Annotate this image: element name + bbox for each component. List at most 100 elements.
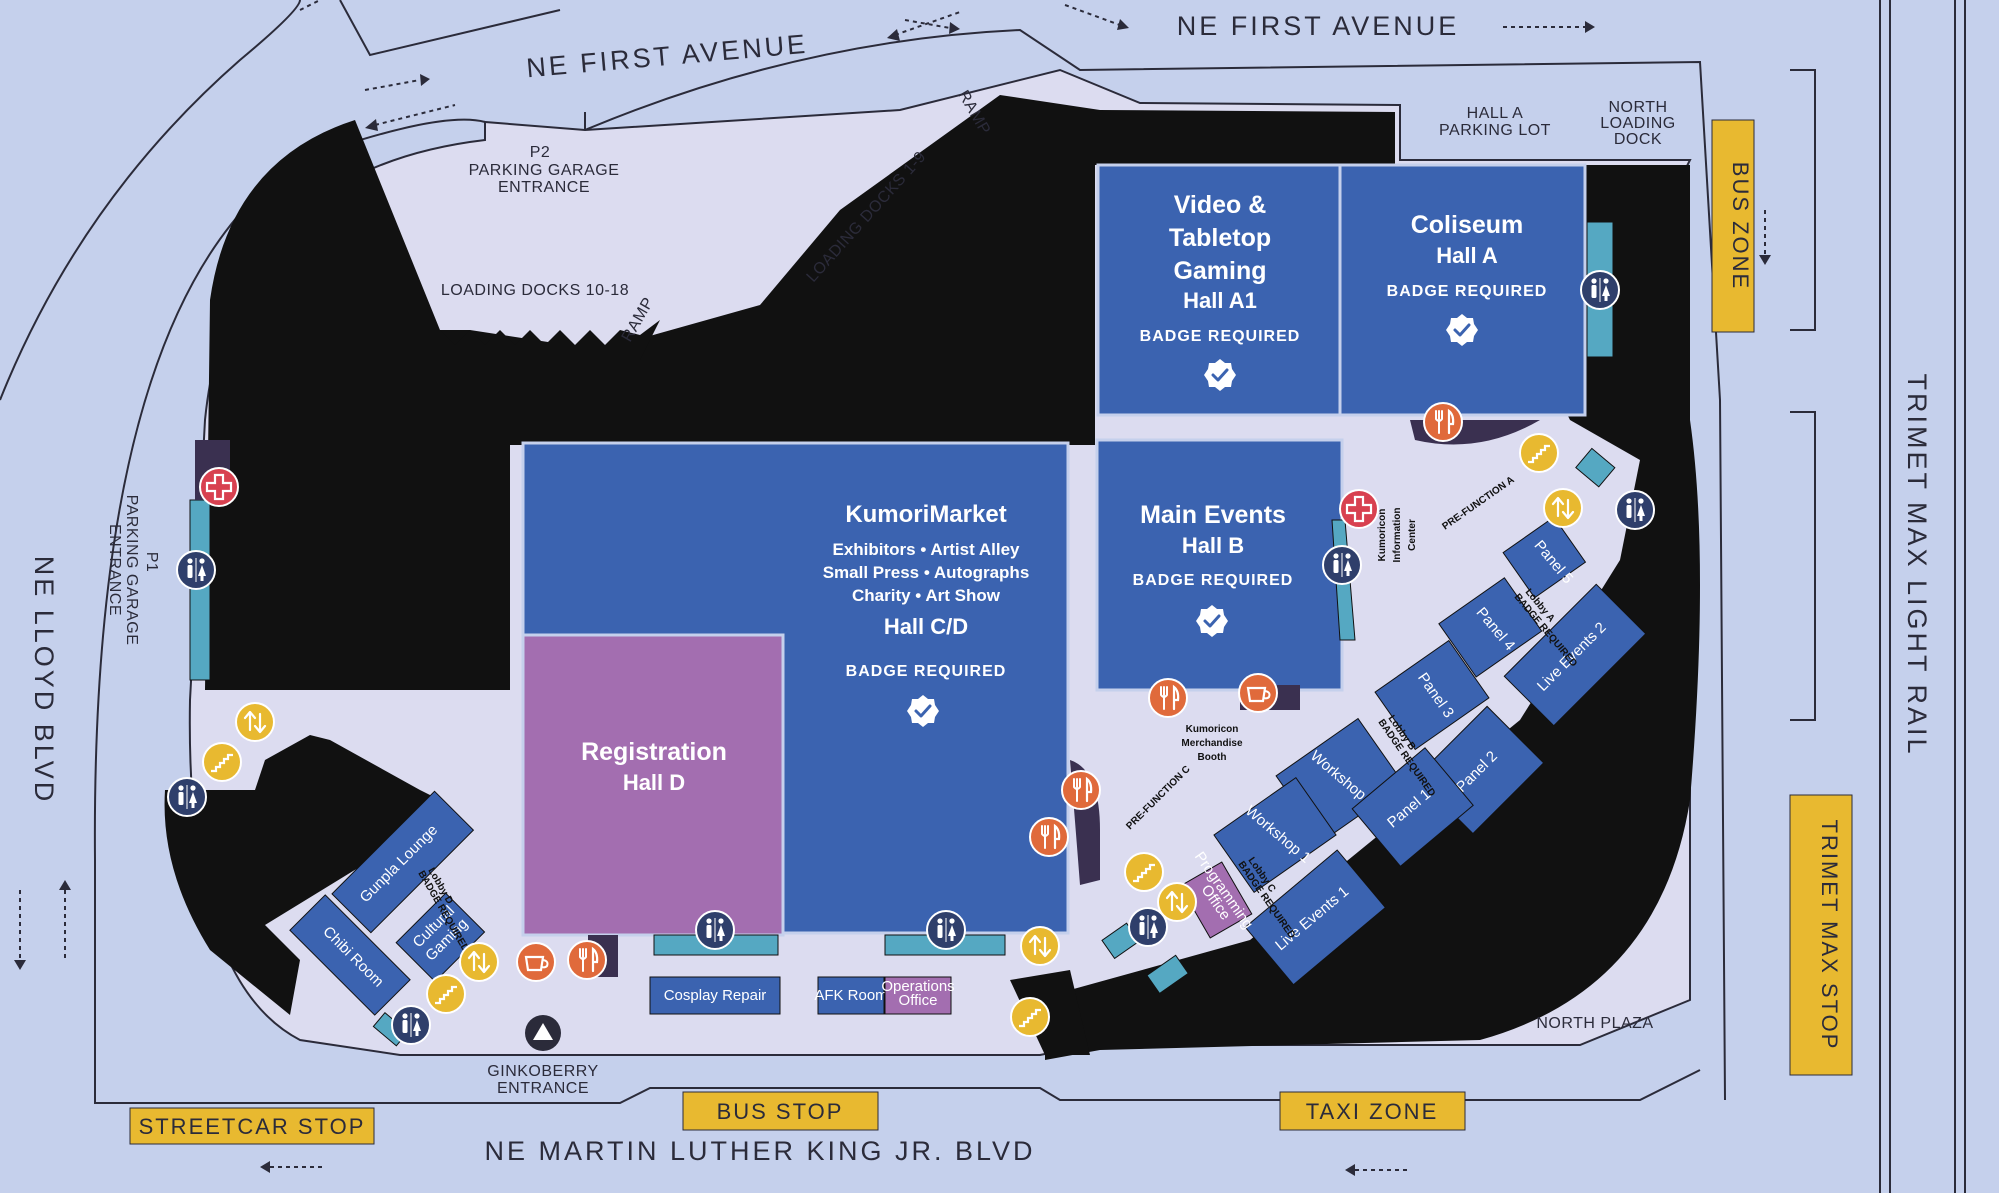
restroom-icon[interactable]: [167, 777, 207, 817]
room-panel-4[interactable]: Panel 4: [1438, 577, 1543, 678]
taxi-zone[interactable]: TAXI ZONE: [1279, 1091, 1466, 1131]
p1-label-3: ENTRANCE: [106, 524, 123, 616]
hall-a-parking-2: PARKING LOT: [1439, 122, 1551, 139]
merch-booth-2: Merchandise: [1181, 738, 1243, 749]
info-center-2: Information: [1392, 508, 1403, 563]
bus-zone-label: BUS ZONE: [1728, 162, 1753, 290]
escalator-icon[interactable]: [1518, 432, 1560, 474]
info-center-3: Center: [1407, 519, 1418, 551]
room-cosplay-repair[interactable]: Cosplay Repair: [649, 976, 781, 1015]
room-workshop-1[interactable]: Workshop 1: [1213, 776, 1337, 894]
hall-a-name: Hall A: [1436, 243, 1498, 268]
restroom-icon[interactable]: [926, 910, 966, 950]
street-first-ave-right: NE FIRST AVENUE: [1177, 11, 1460, 41]
room-afk[interactable]: AFK Room: [814, 976, 888, 1015]
food-icon[interactable]: [1422, 401, 1464, 443]
hall-cd-name: Hall C/D: [884, 614, 968, 639]
escalator-icon[interactable]: [425, 973, 467, 1015]
bus-stop[interactable]: BUS STOP: [682, 1091, 879, 1131]
escalator-icon[interactable]: [1123, 851, 1165, 893]
restroom-icon[interactable]: [695, 910, 735, 950]
direction-arrow-icon: [19, 0, 1766, 1171]
room-operations-office[interactable]: Operations Office: [881, 976, 955, 1015]
coffee-icon[interactable]: [1237, 672, 1279, 714]
merch-booth-3: Booth: [1198, 752, 1227, 763]
hall-cd-sub3: Charity • Art Show: [852, 586, 1001, 605]
entrance-icon[interactable]: [525, 1015, 561, 1051]
trimet-max-stop[interactable]: TRIMET MAX STOP: [1789, 794, 1853, 1076]
elevator-icon[interactable]: [234, 701, 276, 743]
afk-label: AFK Room: [814, 987, 887, 1004]
restroom-icon[interactable]: [391, 1005, 431, 1045]
street-light-rail: TRIMET MAX LIGHT RAIL: [1902, 373, 1932, 756]
hall-a1-badge: BADGE REQUIRED: [1140, 328, 1301, 345]
escalator-icon[interactable]: [201, 741, 243, 783]
first-aid-icon[interactable]: [1338, 488, 1380, 530]
hall-a1[interactable]: Video & Tabletop Gaming Hall A1 BADGE RE…: [1096, 163, 1345, 417]
room-panel-5[interactable]: Panel 5: [1502, 516, 1587, 599]
elevator-icon[interactable]: [458, 941, 500, 983]
hall-a1-line3: Gaming: [1173, 257, 1266, 285]
hall-a-line1: Coliseum: [1411, 211, 1524, 239]
room-panel-1[interactable]: Panel 1: [1351, 747, 1474, 868]
escalator-icon[interactable]: [1009, 996, 1051, 1038]
room-cultural-gaming[interactable]: Cultural Gaming: [395, 892, 486, 983]
food-icon[interactable]: [1028, 816, 1070, 858]
restroom-icon[interactable]: [1615, 490, 1655, 530]
hall-b-line1: Main Events: [1140, 501, 1286, 529]
room-panel-3[interactable]: Panel 3: [1374, 639, 1490, 751]
hall-b[interactable]: Main Events Hall B BADGE REQUIRED: [1095, 438, 1344, 692]
hall-a1-line1: Video &: [1174, 191, 1267, 219]
street-mlk: NE MARTIN LUTHER KING JR. BLVD: [484, 1136, 1035, 1166]
hall-cd-title: KumoriMarket: [845, 501, 1006, 528]
first-aid-icon[interactable]: [198, 466, 240, 508]
restroom-icon[interactable]: [1322, 545, 1362, 585]
hall-a1-name: Hall A1: [1183, 288, 1257, 313]
service-area-east: [1045, 165, 1700, 1060]
bus-zone[interactable]: BUS ZONE: [1711, 119, 1755, 333]
north-dock-3: DOCK: [1614, 131, 1662, 148]
north-plaza-label: NORTH PLAZA: [1536, 1015, 1653, 1032]
hall-a[interactable]: Coliseum Hall A BADGE REQUIRED: [1338, 163, 1587, 417]
hall-b-name: Hall B: [1182, 533, 1244, 558]
merch-booth-1: Kumoricon: [1186, 724, 1239, 735]
food-icon[interactable]: [1147, 677, 1189, 719]
bus-stop-label: BUS STOP: [717, 1099, 844, 1124]
streetcar-stop[interactable]: STREETCAR STOP: [129, 1107, 375, 1145]
street-lloyd: NE LLOYD BLVD: [29, 556, 59, 805]
food-icon[interactable]: [566, 939, 608, 981]
elevator-icon[interactable]: [1019, 925, 1061, 967]
ginkoberry-entrance-2: ENTRANCE: [497, 1080, 589, 1097]
north-dock-2: LOADING: [1600, 115, 1676, 132]
elevator-icon[interactable]: [1156, 881, 1198, 923]
food-icon[interactable]: [1060, 769, 1102, 811]
hall-b-badge: BADGE REQUIRED: [1133, 572, 1294, 589]
service-area-dock-teeth: [440, 320, 660, 360]
hall-cd-sub2: Small Press • Autographs: [823, 563, 1030, 582]
info-center-1: Kumoricon: [1377, 509, 1388, 562]
operations-label-2: Office: [899, 992, 938, 1009]
ginkoberry-entrance-1: GINKOBERRY: [487, 1063, 598, 1080]
p2-label-3: ENTRANCE: [498, 179, 590, 196]
hall-a-badge: BADGE REQUIRED: [1387, 283, 1548, 300]
p2-label-2: PARKING GARAGE: [469, 162, 620, 179]
hall-d-registration[interactable]: Registration Hall D: [521, 633, 785, 937]
coffee-icon[interactable]: [515, 941, 557, 983]
restroom-icon[interactable]: [1580, 270, 1620, 310]
elevator-icon[interactable]: [1542, 487, 1584, 529]
p2-gate: [484, 112, 586, 140]
north-dock-1: NORTH: [1608, 99, 1667, 116]
room-live-events-1[interactable]: Live Events 1: [1244, 849, 1387, 986]
streetcar-label: STREETCAR STOP: [139, 1114, 366, 1139]
hall-cd-badge: BADGE REQUIRED: [846, 663, 1007, 680]
hall-a-parking-1: HALL A: [1467, 105, 1524, 122]
hall-a1-line2: Tabletop: [1169, 224, 1271, 252]
hall-d-line1: Registration: [581, 738, 727, 766]
restroom-icon[interactable]: [176, 550, 216, 590]
hall-d-name: Hall D: [623, 770, 685, 795]
max-stop-label: TRIMET MAX STOP: [1817, 820, 1842, 1051]
p2-label: P2: [530, 144, 551, 161]
operations-label-1: Operations: [881, 978, 954, 995]
